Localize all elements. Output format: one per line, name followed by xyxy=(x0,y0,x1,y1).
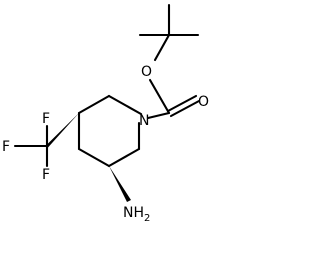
amine-nh-text: NH xyxy=(123,205,144,221)
bond-c4-to-c5 xyxy=(77,147,111,168)
bond-carbonyl-to-nitrogen xyxy=(146,111,171,120)
structure-diagram: O O N F F F NH2 xyxy=(2,3,209,224)
bond-tbu-to-oxygen xyxy=(153,33,171,62)
trifluoromethyl-group xyxy=(13,113,79,168)
ring-nitrogen-label: N xyxy=(139,113,149,129)
bond-carbonyl-double-2 xyxy=(169,99,201,118)
bond-n-to-c2 xyxy=(107,94,143,116)
amine-group xyxy=(109,166,131,202)
ester-oxygen-label: O xyxy=(141,64,152,80)
amine-subscript-text: 2 xyxy=(144,213,150,224)
amine-label: NH2 xyxy=(123,205,150,224)
fluorine-top-label: F xyxy=(42,111,50,127)
bond-oxygen-to-carbonyl-carbon xyxy=(148,78,171,115)
carbamate-group xyxy=(146,78,201,120)
bond-c5-to-c6 xyxy=(107,147,141,168)
piperidine-ring xyxy=(77,94,143,168)
bond-carbonyl-double-1 xyxy=(166,94,198,113)
molecule-svg: O O N F F F NH2 xyxy=(2,3,209,224)
wedge-bond-to-cf3 xyxy=(47,113,79,148)
tert-butyl-group xyxy=(138,3,200,62)
bond-c2-to-c3 xyxy=(77,94,111,115)
fluorine-bottom-label: F xyxy=(42,167,50,183)
fluorine-left-label: F xyxy=(2,139,10,155)
carbonyl-oxygen-label: O xyxy=(198,94,209,110)
wedge-bond-to-amine xyxy=(109,166,131,202)
